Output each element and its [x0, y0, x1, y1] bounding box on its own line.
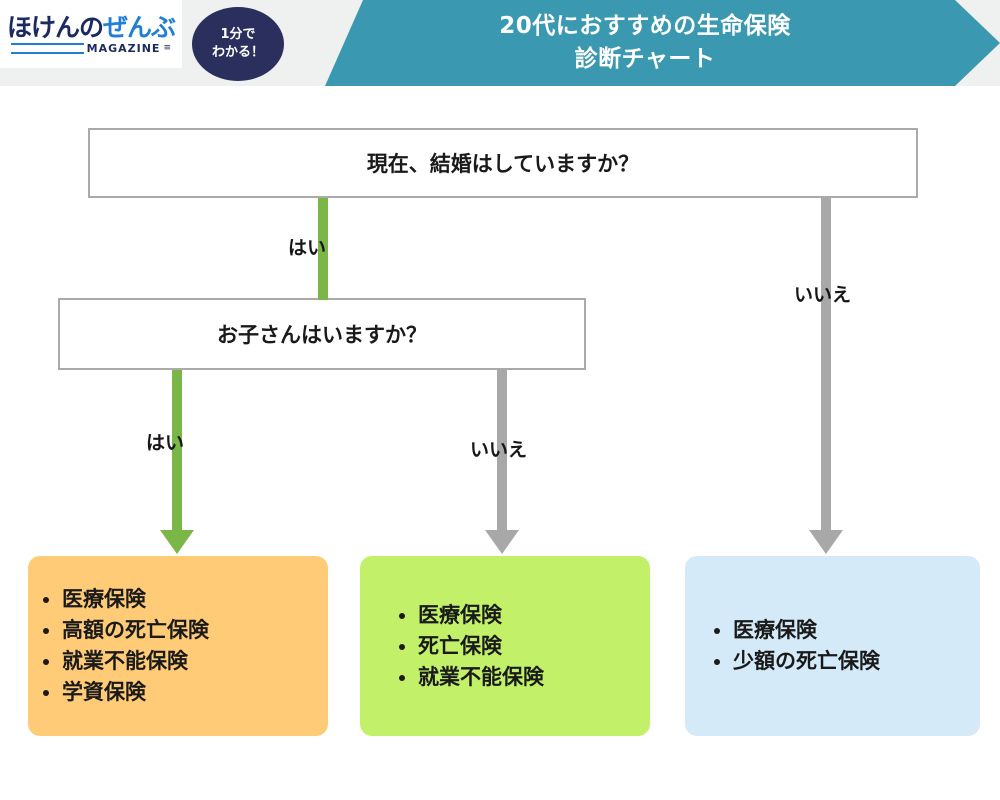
hamburger-bars-icon: ≡: [163, 42, 171, 53]
connector-q2-yes-arrowhead-icon: [160, 530, 194, 554]
title-banner: [325, 0, 1000, 86]
brand-logo[interactable]: ほけんのぜんぶ MAGAZINE ≡: [0, 0, 182, 68]
connector-q2-no-arrowhead-icon: [485, 530, 519, 554]
connector-q2-yes-line: [172, 370, 182, 532]
badge-line-1: 1分で: [220, 27, 256, 43]
connector-q1-no-arrowhead-icon: [809, 530, 843, 554]
result-card-married-no-children: 医療保険 死亡保険 就業不能保険: [360, 556, 650, 736]
result-card-unmarried: 医療保険 少額の死亡保険: [685, 556, 980, 736]
brand-wordmark-suffix: ぜんぶ: [103, 12, 176, 42]
list-item: 少額の死亡保険: [733, 651, 980, 672]
result-list-blue: 医療保険 少額の死亡保険: [685, 610, 980, 682]
question-node-marriage-text: 現在、結婚はしていますか？: [366, 152, 640, 176]
connector-q1-no-line: [821, 198, 831, 532]
question-node-children-text: お子さんはいますか？: [217, 323, 427, 347]
brand-magazine-label: MAGAZINE: [86, 41, 161, 55]
brand-sublabel: MAGAZINE ≡: [11, 41, 171, 55]
badge-line-2: わかる！: [211, 45, 264, 60]
connector-q1-no-label: いいえ: [794, 284, 852, 306]
result-list-green: 医療保険 死亡保険 就業不能保険: [360, 595, 650, 698]
question-node-marriage: 現在、結婚はしていますか？: [88, 128, 918, 198]
connector-q2-no-label: いいえ: [470, 439, 528, 461]
brand-wordmark-prefix: ほけんの: [6, 12, 104, 42]
brand-wordmark: ほけんのぜんぶ: [6, 12, 176, 42]
question-node-children: お子さんはいますか？: [58, 298, 586, 370]
result-list-orange: 医療保険 高額の死亡保険 就業不能保険 学資保険: [28, 579, 328, 713]
list-item: 就業不能保険: [418, 666, 650, 688]
connector-q1-yes-label: はい: [288, 237, 327, 259]
connector-q1-yes-line: [318, 198, 328, 300]
brand-rule-divider: [11, 42, 84, 54]
connector-q2-no-line: [497, 370, 507, 532]
list-item: 死亡保険: [418, 635, 650, 657]
result-card-married-with-children: 医療保険 高額の死亡保険 就業不能保険 学資保険: [28, 556, 328, 736]
one-minute-badge: 1分で わかる！: [192, 7, 284, 81]
list-item: 医療保険: [733, 620, 980, 641]
list-item: 高額の死亡保険: [62, 620, 328, 641]
list-item: 就業不能保険: [62, 651, 328, 672]
list-item: 学資保険: [62, 682, 328, 703]
connector-q2-yes-label: はい: [146, 432, 185, 454]
list-item: 医療保険: [418, 604, 650, 626]
list-item: 医療保険: [62, 589, 328, 610]
